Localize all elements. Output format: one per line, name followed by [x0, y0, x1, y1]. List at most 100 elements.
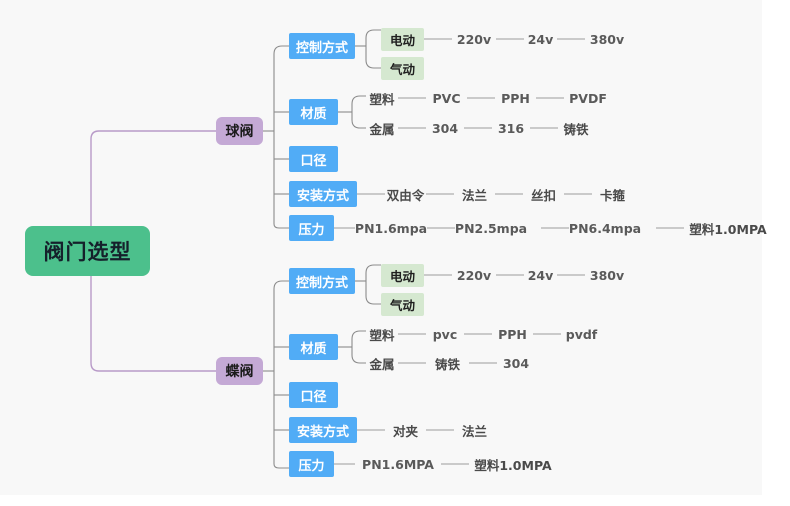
leaf-label: pvdf [565, 326, 598, 342]
leaf-fv-pressure-0[interactable]: PN1.6MPA [355, 453, 441, 475]
leaf-fv-plastic-2[interactable]: pvdf [561, 323, 602, 345]
node-bv-material[interactable]: 材质 [289, 99, 338, 125]
node-label-bv-pneumatic: 气动 [389, 62, 415, 77]
node-label-fv-metal: 金属 [369, 356, 395, 372]
node-label-bv-electric: 电动 [389, 33, 415, 48]
leaf-fv-electric-2[interactable]: 380v [585, 264, 629, 286]
node-fv-pressure[interactable]: 压力 [289, 451, 334, 477]
branch-node-ball-valve[interactable]: 球阀 [216, 117, 263, 145]
leaf-label: 卡箍 [599, 187, 625, 203]
node-fv-plastic[interactable]: 塑料 [366, 323, 398, 345]
leaf-fv-plastic-0[interactable]: pvc [426, 323, 464, 345]
leaf-label: 24v [527, 267, 554, 283]
leaf-fv-plastic-1[interactable]: PPH [492, 323, 533, 345]
node-fv-metal[interactable]: 金属 [366, 352, 398, 374]
node-bv-pneumatic[interactable]: 气动 [381, 57, 424, 80]
node-label-bv-plastic: 塑料 [369, 91, 395, 107]
leaf-label: 法兰 [461, 187, 487, 203]
leaf-label: PN2.5mpa [454, 220, 528, 236]
leaf-fv-install-0[interactable]: 对夹 [385, 419, 426, 441]
leaf-label: 304 [502, 355, 530, 371]
leaf-label: 双由令 [386, 187, 425, 203]
leaf-bv-plastic-1[interactable]: PPH [495, 87, 536, 109]
leaf-label: PPH [501, 90, 530, 106]
leaf-fv-metal-0[interactable]: 铸铁 [426, 352, 469, 374]
node-fv-install[interactable]: 安装方式 [289, 417, 357, 443]
node-bv-caliber[interactable]: 口径 [289, 146, 338, 172]
leaf-label: 24v [527, 31, 554, 47]
node-bv-control[interactable]: 控制方式 [289, 33, 355, 59]
branch-label-butterfly-valve: 蝶阀 [225, 364, 254, 380]
leaf-bv-metal-0[interactable]: 304 [426, 117, 464, 139]
leaf-bv-metal-2[interactable]: 铸铁 [558, 117, 594, 139]
leaf-label: 380v [589, 31, 625, 47]
root-node-label: 阀门选型 [43, 240, 132, 264]
leaf-fv-electric-1[interactable]: 24v [524, 264, 557, 286]
leaf-fv-metal-1[interactable]: 304 [497, 352, 535, 374]
leaf-fv-pressure-1[interactable]: 塑料1.0MPA [469, 453, 557, 475]
node-label-fv-caliber: 口径 [300, 389, 327, 405]
node-label-fv-pressure: 压力 [298, 458, 325, 474]
leaf-bv-pressure-0[interactable]: PN1.6mpa [355, 217, 427, 239]
leaf-label: 304 [431, 120, 459, 136]
node-label-bv-metal: 金属 [369, 121, 395, 137]
leaf-label: PN6.4mpa [568, 220, 642, 236]
node-fv-electric[interactable]: 电动 [381, 264, 424, 287]
node-label-fv-plastic: 塑料 [369, 327, 395, 343]
leaf-bv-install-2[interactable]: 丝扣 [523, 183, 564, 205]
leaf-bv-metal-1[interactable]: 316 [492, 117, 530, 139]
leaf-bv-electric-2[interactable]: 380v [585, 28, 629, 50]
leaf-label: 对夹 [392, 423, 418, 439]
leaf-fv-electric-0[interactable]: 220v [452, 264, 496, 286]
leaf-label: 塑料1.0MPA [689, 221, 767, 237]
leaf-bv-electric-1[interactable]: 24v [524, 28, 557, 50]
node-label-fv-control: 控制方式 [296, 275, 349, 291]
leaf-bv-electric-0[interactable]: 220v [452, 28, 496, 50]
node-bv-install[interactable]: 安装方式 [289, 181, 357, 207]
leaf-label: 380v [589, 267, 625, 283]
node-label-fv-electric: 电动 [389, 269, 415, 284]
leaf-bv-plastic-0[interactable]: PVC [426, 87, 467, 109]
leaf-label: 316 [497, 120, 525, 136]
node-label-fv-material: 材质 [300, 341, 327, 357]
node-label-fv-install: 安装方式 [297, 424, 350, 440]
node-fv-caliber[interactable]: 口径 [289, 382, 338, 408]
leaf-bv-install-1[interactable]: 法兰 [454, 183, 495, 205]
node-label-bv-control: 控制方式 [296, 40, 349, 56]
branch-label-ball-valve: 球阀 [225, 124, 254, 140]
node-label-bv-caliber: 口径 [300, 153, 327, 169]
node-fv-material[interactable]: 材质 [289, 334, 338, 360]
leaf-bv-plastic-2[interactable]: PVDF [564, 87, 612, 109]
node-bv-pressure[interactable]: 压力 [289, 215, 334, 241]
leaf-label: 220v [456, 267, 492, 283]
leaf-bv-pressure-1[interactable]: PN2.5mpa [455, 217, 527, 239]
leaf-fv-install-1[interactable]: 法兰 [454, 419, 495, 441]
leaf-label: 塑料1.0MPA [474, 457, 552, 473]
leaf-label: PVDF [569, 90, 607, 106]
leaf-label: pvc [432, 326, 458, 342]
leaf-bv-pressure-3[interactable]: 塑料1.0MPA [684, 217, 772, 239]
leaf-label: 铸铁 [563, 121, 589, 137]
leaf-label: PN1.6mpa [354, 220, 428, 236]
node-bv-plastic[interactable]: 塑料 [366, 87, 398, 109]
node-label-bv-install: 安装方式 [297, 188, 350, 204]
leaf-label: PPH [498, 326, 527, 342]
root-node[interactable]: 阀门选型 [25, 226, 150, 276]
leaf-bv-pressure-2[interactable]: PN6.4mpa [569, 217, 641, 239]
node-bv-metal[interactable]: 金属 [366, 117, 398, 139]
leaf-label: 220v [456, 31, 492, 47]
leaf-bv-install-3[interactable]: 卡箍 [592, 183, 633, 205]
leaf-label: PVC [432, 90, 461, 106]
node-label-bv-material: 材质 [300, 106, 327, 122]
leaf-label: 丝扣 [530, 187, 556, 203]
leaf-label: 法兰 [461, 423, 487, 439]
node-label-bv-pressure: 压力 [298, 222, 325, 238]
branch-node-butterfly-valve[interactable]: 蝶阀 [216, 357, 263, 385]
node-bv-electric[interactable]: 电动 [381, 28, 424, 51]
leaf-label: PN1.6MPA [362, 456, 434, 472]
leaf-label: 铸铁 [434, 356, 460, 372]
node-fv-control[interactable]: 控制方式 [289, 268, 355, 294]
leaf-bv-install-0[interactable]: 双由令 [385, 183, 426, 205]
node-fv-pneumatic[interactable]: 气动 [381, 293, 424, 316]
